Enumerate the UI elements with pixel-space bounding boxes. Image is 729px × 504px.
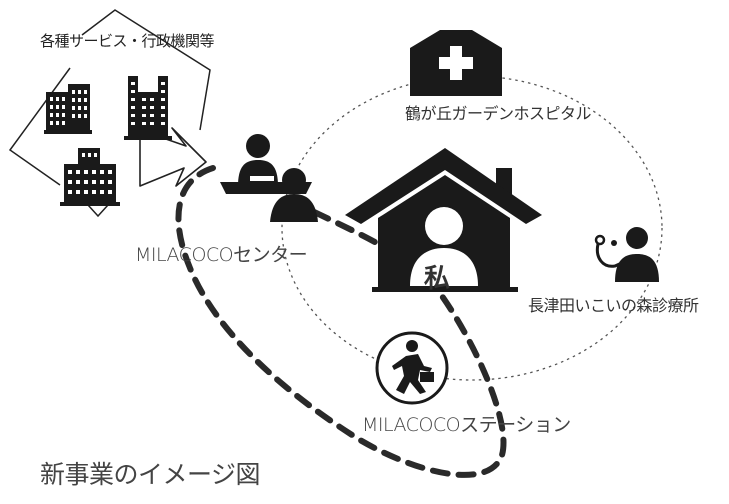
doctor-stethoscope-icon	[594, 227, 659, 282]
home-person-label: 私	[424, 264, 450, 294]
building-icon	[44, 84, 92, 134]
center-label: MILACOCOセンター	[135, 244, 308, 266]
house-person-icon	[345, 148, 542, 292]
hospital-label: 鶴が丘ガーデンホスピタル	[405, 104, 592, 123]
building-icon	[60, 148, 120, 206]
building-icon	[124, 76, 172, 140]
services-label: 各種サービス・行政機関等	[40, 32, 215, 50]
services-arrow	[139, 127, 207, 187]
station-label: MILACOCOステーション	[362, 414, 571, 436]
figure-caption: 新事業のイメージ図	[40, 460, 261, 489]
meeting-people-icon	[220, 134, 318, 222]
clinic-label: 長津田いこいの森診療所	[528, 296, 699, 315]
hospital-icon	[410, 30, 502, 96]
runner-icon	[375, 331, 449, 405]
